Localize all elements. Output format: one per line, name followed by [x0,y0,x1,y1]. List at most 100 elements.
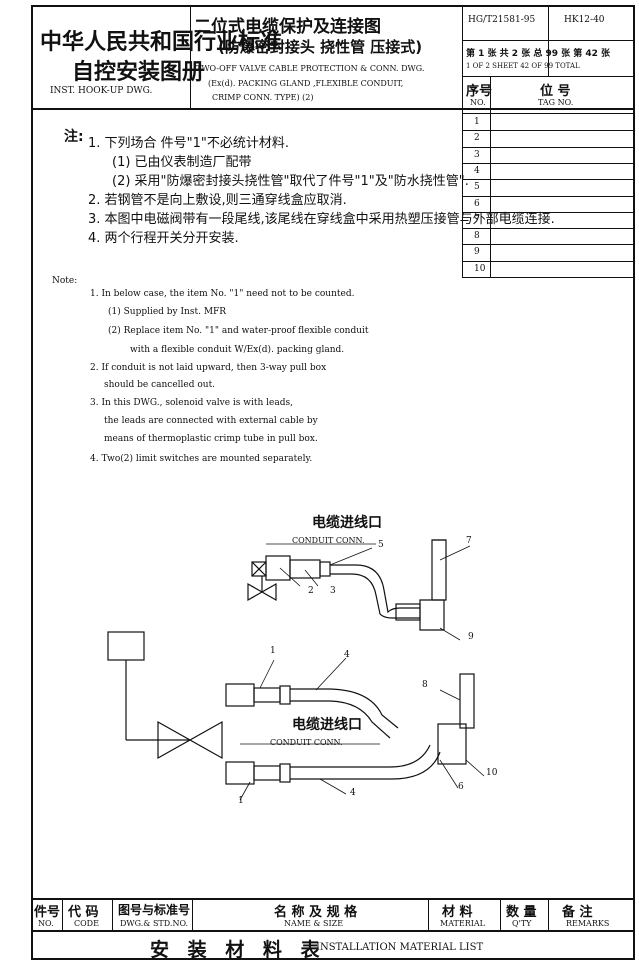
sheet-en: 1 OF 2 SHEET 42 OF 99 TOTAL [466,62,580,70]
mat-c4-en: NAME & SIZE [284,919,344,928]
mat-v3 [192,898,193,931]
left-title-1: 中华人民共和国行业标准 [40,30,283,55]
callout-4-upper: 4 [344,650,350,660]
header-bottom-line [31,108,635,110]
tag-row-number: 8 [474,231,480,242]
mat-c7-en: REMARKS [566,919,610,928]
callout-8: 8 [422,680,428,690]
center-title-cn-1: 二位式电缆保护及连接图 [194,17,381,37]
center-title-en-1: TWO-OFF VALVE CABLE PROTECTION & CONN. D… [196,64,425,73]
mat-c5-cn: 材 料 [442,905,473,920]
label-cn-top: 电缆进线口 [312,515,382,531]
material-top [31,898,635,900]
notes-cn-title: 注: [64,129,84,145]
mat-v6 [548,898,549,931]
tag-col2-en: TAG NO. [538,98,574,107]
header-divider-2 [462,5,463,277]
tag-col1-cn: 序号 [466,84,493,99]
mat-c3-en: DWG.& STD.NO. [120,919,189,928]
tag-row-line [462,146,635,148]
tag-row-number: 5 [474,182,480,193]
tag-col1-en: NO. [470,98,486,107]
limit-switch-upper [225,683,399,739]
mat-c1-en: NO. [38,919,54,928]
tag-table-v [490,76,491,277]
callout-7: 7 [466,536,472,546]
footer-title-en: INSTALLATION MATERIAL LIST [316,942,484,953]
tag-row-line [462,195,635,197]
callout-9: 9 [468,632,474,642]
notes-en-4: 4. Two(2) limit switches are mounted sep… [90,454,313,464]
callout-1-upper: 1 [270,646,276,656]
material-mid [31,930,635,932]
valve-top [247,555,331,602]
notes-en-3-1: the leads are connected with external ca… [104,416,318,426]
notes-cn-1-2: (2) 采用"防爆密封接头挠性管"取代了件号"1"及"防水挠性管". [112,174,469,189]
tag-row-line [462,228,635,230]
limit-switch-lower [225,744,441,785]
mat-v2 [112,898,113,931]
callout-2: 2 [308,586,314,596]
notes-cn-2: 2. 若钢管不是向上敷设,则三通穿线盒应取消. [88,193,347,208]
tag-row-line [462,260,635,262]
tag-row-number: 3 [474,149,480,160]
main-valve [107,631,223,760]
notes-cn-1: 1. 下列场合 件号"1"不必统计材料. [88,136,290,151]
tag-col2-cn: 位 号 [540,84,571,99]
mat-c2-cn: 代 码 [68,905,99,920]
notes-en-title: Note: [52,276,78,286]
tag-row-number: 4 [474,165,480,176]
tag-row-number: 2 [474,133,480,144]
notes-cn-4: 4. 两个行程开关分开安装. [88,231,239,246]
pull-box [437,673,475,765]
label-cn-mid: 电缆进线口 [292,717,362,733]
leader-lines [239,543,485,801]
mat-v4 [428,898,429,931]
conduit-top [330,539,447,631]
callout-1-lower: 1 [238,796,244,806]
mat-c5-en: MATERIAL [440,919,485,928]
label-en-top: CONDUIT CONN. [292,536,365,545]
tag-row-line [462,130,635,132]
callout-10: 10 [486,768,498,778]
left-title-2: 自控安装图册 [72,60,205,85]
sheet-cn: 第 1 张 共 2 张 总 99 张 第 42 张 [466,49,611,59]
mat-c6-cn: 数 量 [506,905,537,920]
callout-5: 5 [378,540,384,550]
notes-en-1-2: (2) Replace item No. "1" and water-proof… [108,326,369,336]
notes-en-1-3: with a flexible conduit W/Ex(d). packing… [130,345,345,355]
callout-3: 3 [330,586,336,596]
notes-en-2-1: should be cancelled out. [104,380,216,390]
mat-c6-en: Q'TY [512,919,532,928]
tag-row-line [462,162,635,164]
tag-table-h-head [462,113,635,114]
tag-row-number: 10 [474,263,486,274]
tag-row-number: 9 [474,247,480,258]
tag-row-number: 6 [474,198,480,209]
callout-4-lower: 4 [350,788,356,798]
tag-row-line [462,179,635,181]
mat-c4-cn: 名 称 及 规 格 [274,905,358,920]
notes-en-1: 1. In below case, the item No. "1" need … [90,289,355,299]
mat-c2-en: CODE [74,919,99,928]
notes-en-2: 2. If conduit is not laid upward, then 3… [90,363,327,373]
left-sub: INST. HOOK-UP DWG. [50,86,153,96]
notes-en-1-1: (1) Supplied by Inst. MFR [108,307,227,317]
tag-row-number: 1 [474,117,480,127]
mat-c1-cn: 件号 [34,905,61,920]
callout-6: 6 [458,782,464,792]
tag-row-line [462,244,635,246]
notes-en-3: 3. In this DWG., solenoid valve is with … [90,398,293,408]
header-v-1 [548,5,549,76]
mat-c7-cn: 备 注 [562,905,593,920]
dwg-no: HK12-40 [564,15,605,25]
notes-en-3-2: means of thermoplastic crimp tube in pul… [104,434,318,444]
tag-row-line [462,211,635,213]
header-divider-1 [190,5,191,108]
header-h-2 [462,76,635,77]
mat-c3-cn: 图号与标准号 [118,903,191,917]
std-no: HG/T21581-95 [468,15,536,25]
tag-row-line [462,277,635,278]
label-en-mid: CONDUIT CONN. [270,738,343,747]
